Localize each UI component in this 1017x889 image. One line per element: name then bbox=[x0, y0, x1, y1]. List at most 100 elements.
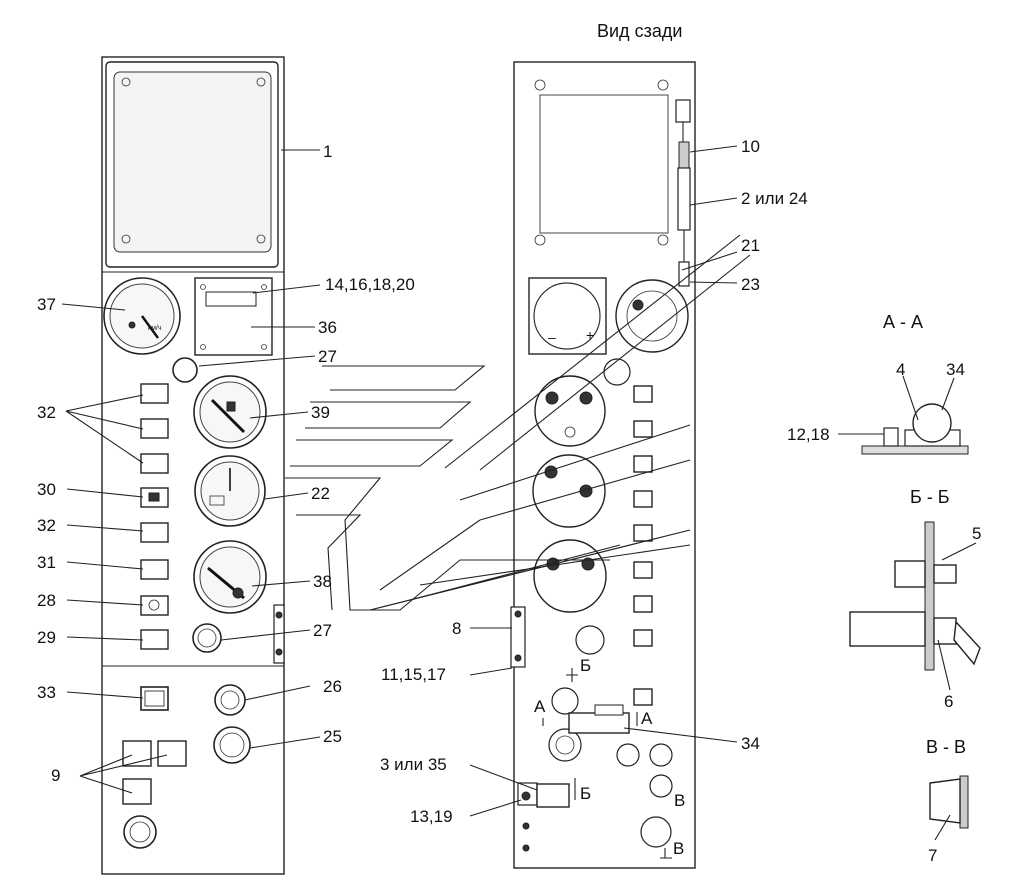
bracket-screw bbox=[275, 611, 283, 619]
callout-14-16-18-20: 14,16,18,20 bbox=[325, 275, 415, 294]
display-back bbox=[539, 94, 669, 234]
callout-25: 25 bbox=[323, 727, 342, 746]
panel-section-bb bbox=[924, 521, 935, 671]
rear-screw bbox=[522, 844, 530, 852]
leader-lines bbox=[61, 145, 977, 841]
callout-38: 38 bbox=[313, 572, 332, 591]
callout-21: 21 bbox=[741, 236, 760, 255]
connector-10 bbox=[675, 99, 691, 123]
callout-29: 29 bbox=[37, 628, 56, 647]
callout-36: 36 bbox=[318, 318, 337, 337]
section-b-bottom-label: Б bbox=[580, 784, 591, 803]
switch-32d bbox=[140, 522, 169, 543]
section-aa-title: А - А bbox=[883, 312, 923, 332]
callout-6: 6 bbox=[944, 692, 953, 711]
grommet-7 bbox=[929, 778, 961, 824]
bracket-screw bbox=[275, 648, 283, 656]
callout-1: 1 bbox=[323, 142, 332, 161]
screw bbox=[657, 234, 669, 246]
terminal bbox=[632, 299, 644, 311]
indicator-lamp-27 bbox=[172, 357, 198, 383]
callout-30: 30 bbox=[37, 480, 56, 499]
fuel-gauge-39 bbox=[193, 375, 267, 449]
section-v-mark bbox=[660, 848, 672, 859]
section-v-bottom-label: В bbox=[673, 839, 684, 858]
bracket-screw bbox=[514, 610, 522, 618]
callout-8: 8 bbox=[452, 619, 461, 638]
screw bbox=[534, 234, 546, 246]
relay-coil bbox=[912, 403, 952, 443]
rear-screw bbox=[522, 822, 530, 830]
switch-30-symbol bbox=[148, 492, 160, 502]
front-panel: км/ч bbox=[101, 56, 285, 875]
callout-10: 10 bbox=[741, 137, 760, 156]
section-vv-title: В - В bbox=[926, 737, 966, 757]
rear-view-title: Вид сзади bbox=[597, 21, 682, 41]
button-25 bbox=[213, 726, 251, 764]
round-button-inner bbox=[129, 821, 151, 843]
relay-34 bbox=[568, 712, 630, 734]
switch-28 bbox=[140, 595, 169, 616]
speedometer-back-inner bbox=[626, 290, 678, 342]
callout-5: 5 bbox=[972, 524, 981, 543]
callout-34: 34 bbox=[741, 734, 760, 753]
switch-33-face bbox=[144, 690, 165, 707]
round-button bbox=[123, 815, 157, 849]
callout-27-top: 27 bbox=[318, 347, 337, 366]
switch-32b bbox=[140, 418, 169, 439]
section-a-lines bbox=[542, 712, 638, 726]
voltmeter-22 bbox=[194, 455, 266, 527]
relay-3 bbox=[536, 783, 570, 808]
callout-39: 39 bbox=[311, 403, 330, 422]
screw bbox=[121, 77, 131, 87]
callout-31: 31 bbox=[37, 553, 56, 572]
panel-section-aa bbox=[861, 445, 969, 455]
screw bbox=[657, 79, 669, 91]
screw bbox=[256, 77, 266, 87]
indicator-lamp-27b bbox=[192, 623, 222, 653]
section-a-left-label: А bbox=[534, 697, 546, 716]
callout-7: 7 bbox=[928, 846, 937, 865]
callout-33: 33 bbox=[37, 683, 56, 702]
callout-32-mid: 32 bbox=[37, 516, 56, 535]
plug bbox=[616, 743, 640, 767]
callout-32-top: 32 bbox=[37, 403, 56, 422]
button-25-inner bbox=[219, 732, 245, 758]
callout-26: 26 bbox=[323, 677, 342, 696]
connector-b bbox=[548, 728, 582, 762]
speedometer-back bbox=[615, 279, 689, 353]
gauge-back-38 bbox=[533, 539, 607, 613]
panel-section-vv bbox=[959, 775, 969, 829]
detail-bb: Б - Б bbox=[849, 487, 981, 671]
module-back-circle bbox=[533, 282, 601, 350]
relay-mount-screw bbox=[521, 791, 531, 801]
callout-4: 4 bbox=[896, 360, 905, 379]
speedometer-37: км/ч bbox=[103, 277, 181, 355]
terminal-12 bbox=[883, 427, 899, 447]
cable-sleeve bbox=[678, 141, 690, 169]
callout-37: 37 bbox=[37, 295, 56, 314]
wiring-ribbons bbox=[285, 234, 751, 611]
screw bbox=[534, 79, 546, 91]
rear-panel: Вид сзади – + bbox=[285, 21, 751, 869]
parking-symbol bbox=[148, 599, 160, 611]
switch-backs bbox=[633, 385, 653, 706]
button-26-inner bbox=[220, 690, 240, 710]
polarity-minus: – bbox=[548, 329, 556, 345]
section-a-right-label: А bbox=[641, 709, 653, 728]
lamp-back bbox=[603, 358, 631, 386]
detail-vv: В - В bbox=[926, 737, 969, 829]
callout-22: 22 bbox=[311, 484, 330, 503]
fuse-23 bbox=[678, 261, 690, 287]
section-bb-title: Б - Б bbox=[910, 487, 950, 507]
bracket-screw bbox=[514, 654, 522, 662]
plug bbox=[649, 774, 673, 798]
switch-column bbox=[140, 383, 169, 650]
callout-27-bottom: 27 bbox=[313, 621, 332, 640]
detail-aa: А - А bbox=[861, 312, 969, 455]
plug bbox=[649, 743, 673, 767]
switch-31 bbox=[140, 559, 169, 580]
callout-2-or-24: 2 или 24 bbox=[741, 189, 808, 208]
blank-plug-9b bbox=[157, 740, 187, 767]
